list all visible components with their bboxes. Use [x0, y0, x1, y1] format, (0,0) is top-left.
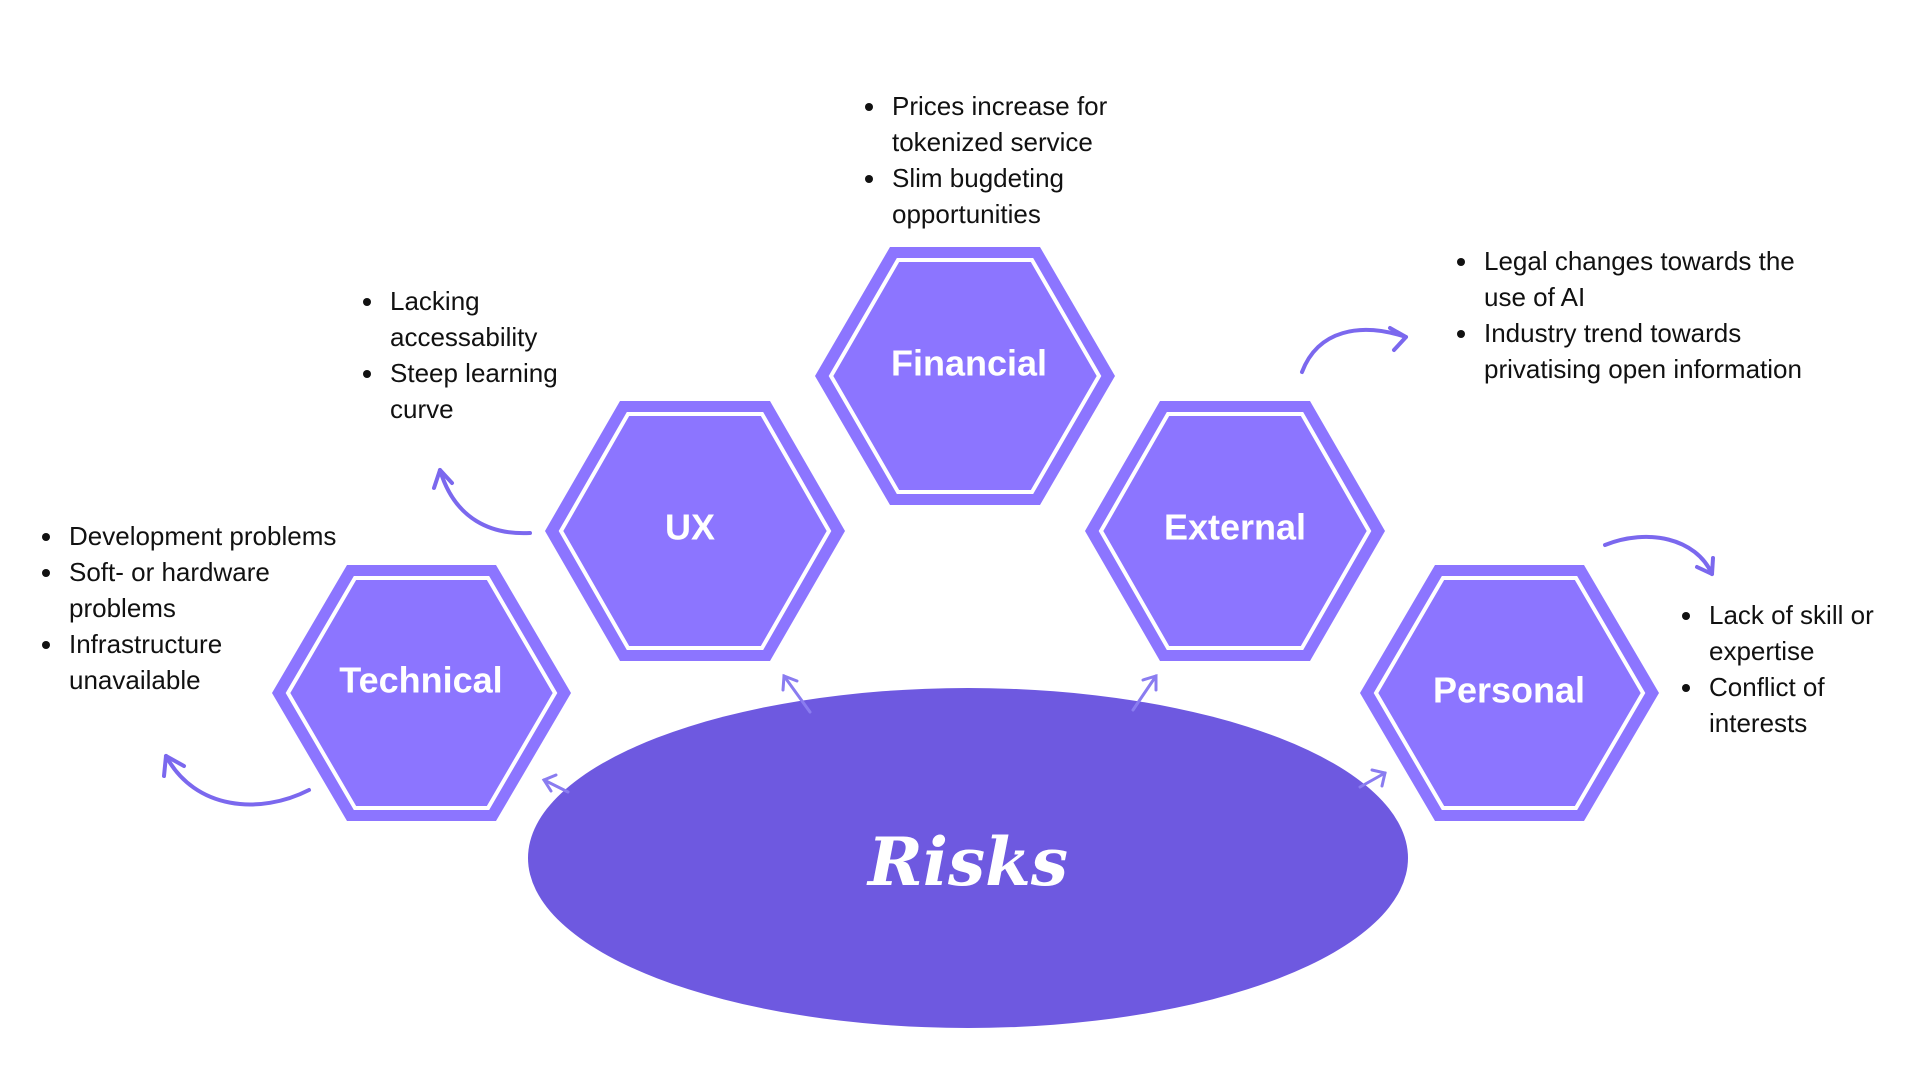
risks-title: Risks	[866, 823, 1068, 901]
hexagon-financial-label: Financial	[891, 343, 1047, 384]
connector-arrow-external	[1131, 673, 1158, 712]
curved-arrow-technical	[162, 754, 311, 807]
curved-arrow-ux	[432, 468, 532, 536]
hexagon-technical-shape	[272, 565, 571, 821]
bullet-item: Soft- or hardware problems	[65, 554, 355, 626]
bullet-item: Infrastructure unavailable	[65, 626, 355, 698]
bullet-item: Prices increase for tokenized service	[888, 88, 1148, 160]
technical-bullets: Development problems Soft- or hardware p…	[35, 518, 355, 698]
hexagon-ux: UX	[545, 401, 845, 661]
bullet-item: Lacking accessability	[386, 283, 591, 355]
bullet-item: Lack of skill or expertise	[1705, 597, 1905, 669]
connector-arrow-ux	[781, 673, 812, 714]
hexagon-technical: Technical	[272, 565, 571, 821]
personal-bullets: Lack of skill or expertise Conflict of i…	[1675, 597, 1905, 741]
hexagon-external-label: External	[1164, 507, 1306, 548]
external-bullets: Legal changes towards the use of AI Indu…	[1450, 243, 1805, 387]
hexagon-ux-outline	[558, 412, 832, 650]
bullet-item: Conflict of interests	[1705, 669, 1905, 741]
hexagon-ux-shape	[545, 401, 845, 661]
bullet-item: Development problems	[65, 518, 355, 554]
bullet-item: Industry trend towards privatising open …	[1480, 315, 1805, 387]
hexagon-ux-label: UX	[665, 507, 715, 548]
hexagon-technical-label: Technical	[339, 660, 502, 701]
hexagon-financial-shape	[815, 247, 1115, 505]
ux-bullets: Lacking accessability Steep learning cur…	[356, 283, 591, 427]
hexagon-external-outline	[1098, 412, 1372, 650]
hexagon-financial: Financial	[815, 247, 1115, 505]
bullet-item: Slim bugdeting opportunities	[888, 160, 1148, 232]
hexagon-personal-shape	[1360, 565, 1659, 821]
bullet-item: Steep learning curve	[386, 355, 591, 427]
hexagon-financial-outline	[828, 258, 1102, 494]
risks-ellipse	[528, 688, 1408, 1028]
hexagon-personal-outline	[1373, 576, 1646, 810]
hexagon-external-shape	[1085, 401, 1385, 661]
hexagon-external: External	[1085, 401, 1385, 661]
connector-arrow-personal	[1358, 768, 1387, 789]
connector-arrow-technical	[541, 773, 570, 794]
hexagon-technical-outline	[285, 576, 558, 810]
hexagon-personal: Personal	[1360, 565, 1659, 821]
curved-arrow-external	[1300, 326, 1408, 374]
financial-bullets: Prices increase for tokenized service Sl…	[858, 88, 1148, 232]
bullet-item: Legal changes towards the use of AI	[1480, 243, 1805, 315]
hexagon-personal-label: Personal	[1433, 670, 1585, 711]
curved-arrow-personal	[1603, 534, 1715, 576]
